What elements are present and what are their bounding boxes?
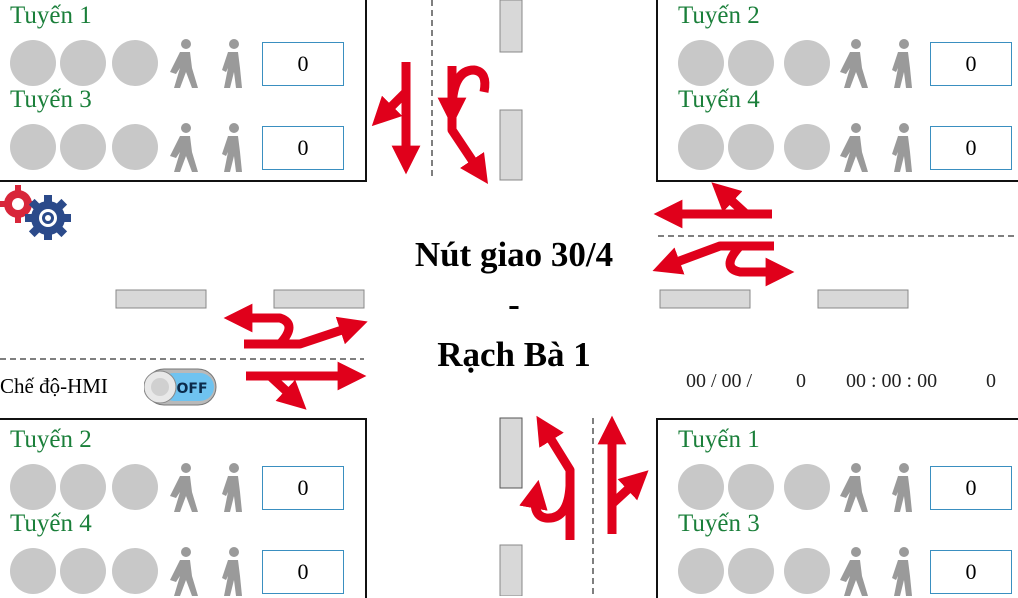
direction-arrow — [371, 62, 490, 184]
traffic-lamp — [728, 40, 774, 86]
extra-display: 0 — [986, 370, 996, 392]
direction-arrow — [652, 182, 795, 287]
pedestrian-icon — [840, 123, 868, 172]
pedestrian-icon — [840, 39, 868, 88]
traffic-lamp — [112, 124, 158, 170]
stop-bar-bottom — [499, 417, 523, 596]
traffic-lamp — [10, 548, 56, 594]
direction-arrow — [223, 303, 368, 410]
route-block: Tuyến 1 0 — [0, 2, 360, 88]
route-counter: 0 — [930, 42, 1012, 86]
time-display: 00 : 00 : 00 — [846, 370, 938, 392]
pedestrian-icon — [892, 39, 912, 88]
route-title: Tuyến 2 — [678, 2, 760, 29]
traffic-lamp — [678, 124, 724, 170]
panel-top-right: Tuyến 2 0 Tuyến 4 0 — [656, 0, 1018, 182]
route-counter: 0 — [930, 550, 1012, 594]
pedestrian-icon — [222, 123, 242, 172]
traffic-lamp — [10, 40, 56, 86]
route-block: Tuyến 3 0 — [668, 510, 1018, 596]
pedestrian-icon — [170, 39, 198, 88]
route-title: Tuyến 1 — [10, 2, 92, 29]
date-display: 00 / 00 / — [686, 370, 753, 392]
traffic-lamp — [678, 464, 724, 510]
pedestrian-icon — [222, 39, 242, 88]
hmi-mode-toggle[interactable]: OFF — [144, 367, 218, 407]
pedestrian-icon — [222, 547, 242, 596]
traffic-lamp — [112, 40, 158, 86]
route-counter: 0 — [930, 466, 1012, 510]
panel-bottom-right: Tuyến 1 0 Tuyến 3 0 — [656, 418, 1018, 598]
page-title: Nút giao 30/4 - Rạch Bà 1 — [364, 230, 664, 380]
route-counter: 0 — [262, 126, 344, 170]
panel-bottom-left: Tuyến 2 0 Tuyến 4 0 — [0, 418, 367, 598]
route-block: Tuyến 2 0 — [668, 2, 1018, 88]
route-title: Tuyến 3 — [678, 510, 760, 537]
pedestrian-icon — [892, 123, 912, 172]
direction-arrow — [519, 415, 649, 540]
traffic-lamp — [728, 548, 774, 594]
traffic-lamp — [728, 464, 774, 510]
mode-label: Chế độ-HMI — [0, 374, 108, 398]
traffic-lamp — [784, 124, 830, 170]
title-line: - — [508, 285, 520, 324]
pedestrian-icon — [840, 463, 868, 512]
traffic-lamp — [678, 548, 724, 594]
route-block: Tuyến 4 0 — [0, 510, 360, 596]
pedestrian-icon — [892, 547, 912, 596]
traffic-lamp — [784, 40, 830, 86]
panel-top-left: Tuyến 1 0 Tuyến 3 0 — [0, 0, 367, 182]
stop-bar-left — [115, 289, 365, 309]
route-counter: 0 — [262, 42, 344, 86]
route-block: Tuyến 1 0 — [668, 426, 1018, 512]
route-counter: 0 — [262, 466, 344, 510]
route-counter: 0 — [930, 126, 1012, 170]
route-title: Tuyến 3 — [10, 86, 92, 113]
pedestrian-icon — [840, 547, 868, 596]
traffic-lamp — [60, 40, 106, 86]
traffic-lamp — [10, 124, 56, 170]
route-title: Tuyến 1 — [678, 426, 760, 453]
stop-bar-right — [659, 289, 909, 309]
pedestrian-icon — [222, 463, 242, 512]
pedestrian-icon — [170, 463, 198, 512]
route-block: Tuyến 2 0 — [0, 426, 360, 512]
traffic-lamp — [112, 464, 158, 510]
route-block: Tuyến 4 0 — [668, 86, 1018, 172]
toggle-state: OFF — [176, 381, 207, 397]
route-counter: 0 — [262, 550, 344, 594]
route-block: Tuyến 3 0 — [0, 86, 360, 172]
title-line: Rạch Bà 1 — [437, 335, 591, 374]
route-title: Tuyến 2 — [10, 426, 92, 453]
stop-bar-top — [499, 0, 523, 181]
traffic-lamp — [60, 124, 106, 170]
pedestrian-icon — [170, 123, 198, 172]
route-title: Tuyến 4 — [10, 510, 92, 537]
title-line: Nút giao 30/4 — [414, 235, 614, 274]
traffic-lamp — [784, 464, 830, 510]
traffic-lamp — [678, 40, 724, 86]
year-display: 0 — [796, 370, 806, 392]
traffic-lamp — [10, 464, 56, 510]
traffic-lamp — [112, 548, 158, 594]
traffic-lamp — [784, 548, 830, 594]
traffic-lamp — [728, 124, 774, 170]
gear-icon[interactable] — [0, 184, 80, 240]
pedestrian-icon — [170, 547, 198, 596]
traffic-lamp — [60, 548, 106, 594]
traffic-lamp — [60, 464, 106, 510]
route-title: Tuyến 4 — [678, 86, 760, 113]
pedestrian-icon — [892, 463, 912, 512]
